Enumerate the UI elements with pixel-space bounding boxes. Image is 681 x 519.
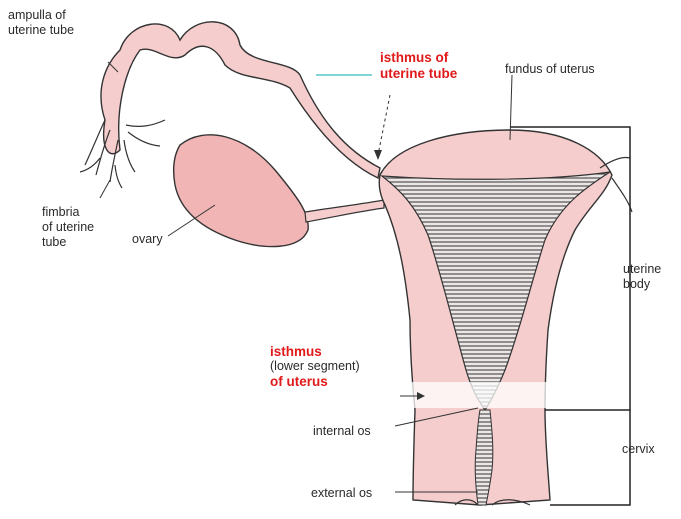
label-isthmus-tube-line1: isthmus of xyxy=(380,50,457,66)
label-isthmus-uterus: isthmus (lower segment) of uterus xyxy=(270,344,360,389)
label-ampulla: ampulla of uterine tube xyxy=(8,8,74,38)
label-internal-os: internal os xyxy=(313,424,371,439)
label-isthmus-tube-line2: uterine tube xyxy=(380,66,457,82)
label-external-os-text: external os xyxy=(311,486,372,500)
isthmus-tube-dashed xyxy=(378,95,390,155)
label-uterine-body-line1: uterine xyxy=(623,262,661,277)
label-isthmus-tube: isthmus of uterine tube xyxy=(380,50,457,82)
label-cervix-text: cervix xyxy=(622,442,655,456)
label-fimbria-line2: of uterine xyxy=(42,220,94,235)
label-isthmus-uterus-title: isthmus xyxy=(270,344,360,359)
label-cervix: cervix xyxy=(622,442,655,457)
fimbriae xyxy=(80,120,165,188)
label-ampulla-line1: ampulla of xyxy=(8,8,74,23)
label-uterine-body-line2: body xyxy=(623,277,661,292)
label-fimbria: fimbria of uterine tube xyxy=(42,205,94,250)
label-external-os: external os xyxy=(311,486,372,501)
label-isthmus-uterus-end: of uterus xyxy=(270,374,360,389)
label-ovary: ovary xyxy=(132,232,163,247)
label-uterine-body: uterine body xyxy=(623,262,661,292)
ovary-shape xyxy=(174,135,309,247)
label-fundus-text: fundus of uterus xyxy=(505,62,595,76)
label-fimbria-line1: fimbria xyxy=(42,205,94,220)
label-ampulla-line2: uterine tube xyxy=(8,23,74,38)
label-internal-os-text: internal os xyxy=(313,424,371,438)
label-fundus: fundus of uterus xyxy=(505,62,595,77)
label-isthmus-uterus-sub: (lower segment) xyxy=(270,359,360,374)
ovarian-ligament xyxy=(305,200,384,222)
label-ovary-text: ovary xyxy=(132,232,163,246)
label-fimbria-line3: tube xyxy=(42,235,94,250)
isthmus-band xyxy=(412,382,547,408)
